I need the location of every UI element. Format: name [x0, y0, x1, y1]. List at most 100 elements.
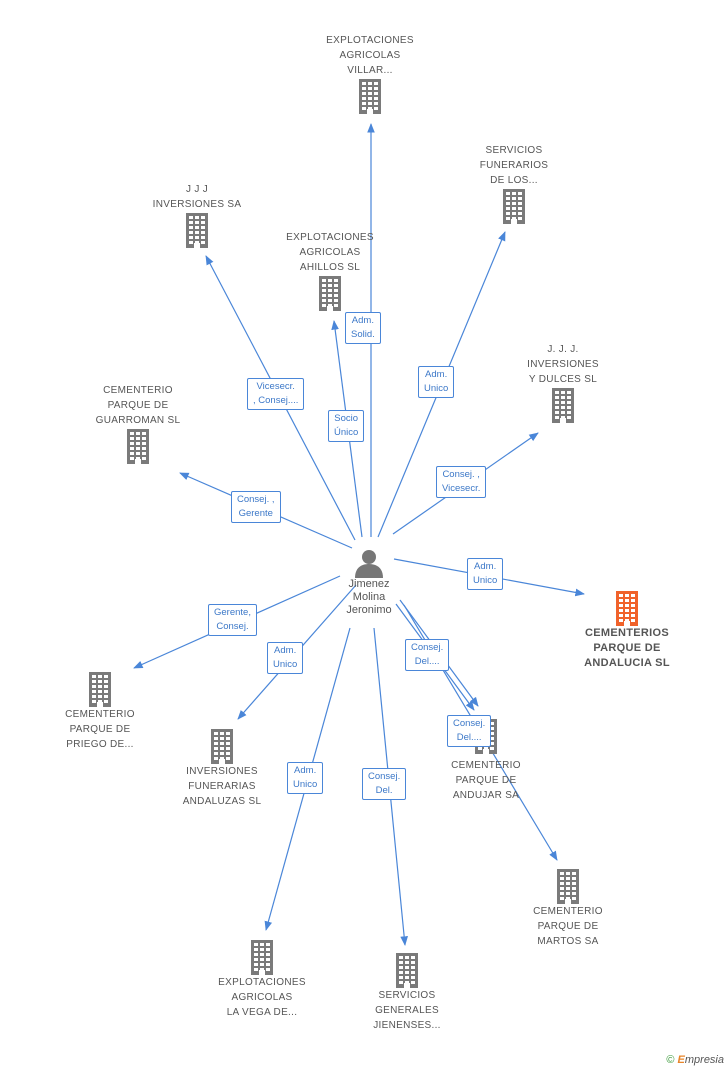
company-name-line: PARQUE DE: [107, 400, 169, 411]
role-label-line: Adm.: [351, 315, 374, 326]
company-node-sgenerales[interactable]: SERVICIOS GENERALES JIENENSES...: [342, 952, 472, 1033]
role-label-line: Unico: [424, 383, 449, 394]
role-label-line: Unico: [473, 575, 498, 586]
role-label-adm-unico-andalucia[interactable]: Adm. Unico: [467, 558, 504, 590]
company-name-line: PRIEGO DE...: [66, 739, 134, 750]
role-label-line: Vicesecr.: [442, 483, 481, 494]
role-label-line: Consej.: [216, 621, 249, 632]
role-label-line: Del.: [375, 785, 393, 796]
building-icon: [396, 953, 418, 988]
company-name-line: PARQUE DE: [593, 642, 661, 654]
building-icon: [552, 388, 574, 423]
role-label-adm-unico-inversiones[interactable]: Adm. Unico: [267, 642, 304, 674]
role-label-line: Consej. ,: [237, 494, 275, 505]
company-name-line: LA VEGA DE...: [226, 1007, 298, 1018]
company-name-line: GUARROMAN SL: [95, 415, 181, 426]
role-label-adm-unico-vega[interactable]: Adm.Unico: [287, 762, 324, 794]
role-label-line: Vicesecr.: [256, 381, 295, 392]
role-label-line: Adm.: [294, 765, 317, 776]
brand-initial: E: [677, 1054, 685, 1066]
company-name-line: INVERSIONES: [527, 359, 599, 370]
role-label-vicesecr[interactable]: Vicesecr., Consej....: [247, 378, 305, 410]
building-icon: [186, 213, 208, 248]
role-label-line: Único: [334, 427, 359, 438]
person-name-line-1: Jimenez: [348, 578, 390, 590]
role-label-line: Consej.: [411, 642, 444, 653]
building-icon: [503, 189, 525, 224]
company-name-line: SERVICIOS: [485, 145, 543, 156]
company-name-line: SERVICIOS: [378, 990, 436, 1001]
role-label-line: Gerente,: [214, 607, 251, 618]
company-name-line: FUNERARIAS: [188, 781, 256, 792]
building-icon: [89, 672, 111, 707]
company-name-line: J. J. J.: [547, 344, 579, 355]
role-label-consej-vicesecr[interactable]: Consej. , Vicesecr.: [436, 466, 487, 498]
role-label-adm-unico-sf[interactable]: Adm. Unico: [418, 366, 455, 398]
building-icon: [211, 729, 233, 764]
person-name-line-3: Jeronimo: [346, 604, 392, 616]
company-node-cpriego[interactable]: CEMENTERIO PARQUE DE PRIEGO DE...: [35, 671, 165, 752]
company-node-elavega[interactable]: EXPLOTACIONES AGRICOLAS LA VEGA DE...: [197, 939, 327, 1020]
company-name-line: ANDUJAR SA: [452, 790, 520, 801]
building-icon: [557, 869, 579, 904]
company-node-jjjdulces[interactable]: J. J. J. INVERSIONES Y DULCES SL: [498, 342, 628, 423]
role-label-line: Gerente: [238, 508, 273, 519]
company-name-line: CEMENTERIO: [103, 385, 173, 396]
company-name-line: MARTOS SA: [537, 936, 599, 947]
company-name-line: AGRICOLAS: [231, 992, 293, 1003]
company-node-eahillos[interactable]: EXPLOTACIONES AGRICOLAS AHILLOS SL: [265, 230, 395, 311]
role-label-line: Adm.: [474, 561, 497, 572]
role-label-consej-gerente[interactable]: Consej. , Gerente: [231, 491, 281, 523]
role-label-line: Consej.: [453, 718, 486, 729]
company-name-line: AGRICOLAS: [299, 247, 361, 258]
company-name-line: AHILLOS SL: [299, 262, 361, 273]
copyright-symbol: ©: [666, 1054, 675, 1066]
company-name-line: DE LOS...: [490, 175, 538, 186]
brand-footer: © Empresia: [666, 1054, 724, 1066]
role-label-line: Adm.: [425, 369, 448, 380]
company-name-line: CEMENTERIO: [65, 709, 135, 720]
company-name-line: EXPLOTACIONES: [286, 232, 374, 243]
company-node-candalucia[interactable]: CEMENTERIOS PARQUE DE ANDALUCIA SL: [562, 590, 692, 671]
company-name-line: JIENENSES...: [373, 1020, 441, 1031]
person-name-line-2: Molina: [352, 591, 386, 603]
company-name-line: AGRICOLAS: [339, 50, 401, 61]
company-name-line: EXPLOTACIONES: [218, 977, 306, 988]
role-label-consej-del-1[interactable]: Consej. Del....: [405, 639, 450, 671]
building-icon: [319, 276, 341, 311]
company-name-line: INVERSIONES: [186, 766, 258, 777]
role-label-line: Consej.: [368, 771, 401, 782]
company-name-line: ANDALUZAS SL: [182, 796, 262, 807]
company-name-line: GENERALES: [375, 1005, 439, 1016]
company-name-line: CEMENTERIOS: [585, 627, 669, 639]
company-node-ifunerarias[interactable]: INVERSIONES FUNERARIAS ANDALUZAS SL: [157, 728, 287, 809]
building-icon: [359, 79, 381, 114]
role-label-line: Socio: [334, 413, 359, 424]
building-icon: [616, 591, 638, 626]
company-node-cguarroman[interactable]: CEMENTERIO PARQUE DE GUARROMAN SL: [73, 383, 203, 464]
role-label-gerente-consej[interactable]: Gerente, Consej.: [208, 604, 257, 636]
company-name-line: PARQUE DE: [69, 724, 131, 735]
company-name-line: PARQUE DE: [455, 775, 517, 786]
company-name-line: Y DULCES SL: [528, 374, 598, 385]
company-name-line: J J J: [185, 184, 209, 195]
role-label-line: Unico: [273, 659, 298, 670]
person-icon: [355, 550, 383, 578]
role-label-line: Adm.: [274, 645, 297, 656]
company-name-line: ANDALUCIA SL: [584, 657, 670, 669]
role-label-consej-del-2[interactable]: Consej.Del....: [447, 715, 492, 747]
building-icon: [251, 940, 273, 975]
role-label-line: Solid.: [351, 329, 375, 340]
person-node[interactable]: Jimenez Molina Jeronimo: [324, 548, 414, 617]
role-label-line: Del....: [414, 656, 440, 667]
role-label-consej-del-sg[interactable]: Consej. Del.: [362, 768, 407, 800]
building-icon: [127, 429, 149, 464]
brand-name: mpresia: [684, 1054, 724, 1066]
role-label-line: Consej. ,: [442, 469, 480, 480]
role-label-adm-solid[interactable]: Adm. Solid.: [345, 312, 381, 344]
